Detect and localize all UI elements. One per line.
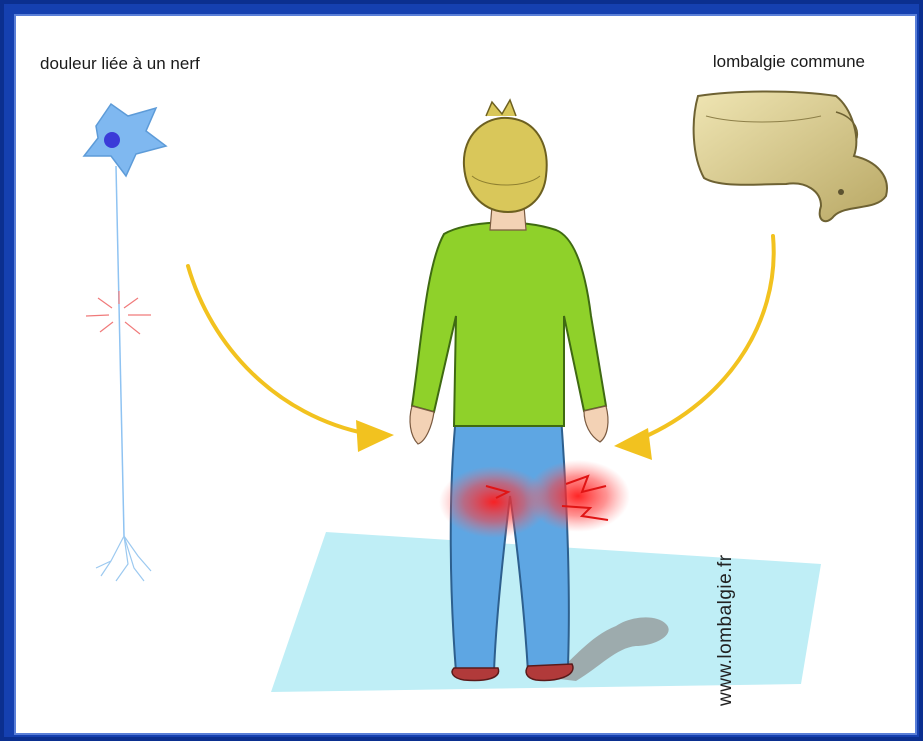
nerve-pain-label: douleur liée à un nerf — [40, 54, 200, 74]
arrowhead-left — [356, 420, 394, 452]
arrowhead-right — [614, 428, 652, 460]
illustration-canvas — [16, 16, 917, 735]
website-watermark: www.lombalgie.fr — [715, 554, 737, 706]
common-low-back-pain-label: lombalgie commune — [713, 52, 865, 72]
illustration-panel: douleur liée à un nerf lombalgie commune… — [14, 14, 917, 735]
vertebra-icon — [694, 92, 887, 222]
neuron-icon — [84, 104, 166, 581]
